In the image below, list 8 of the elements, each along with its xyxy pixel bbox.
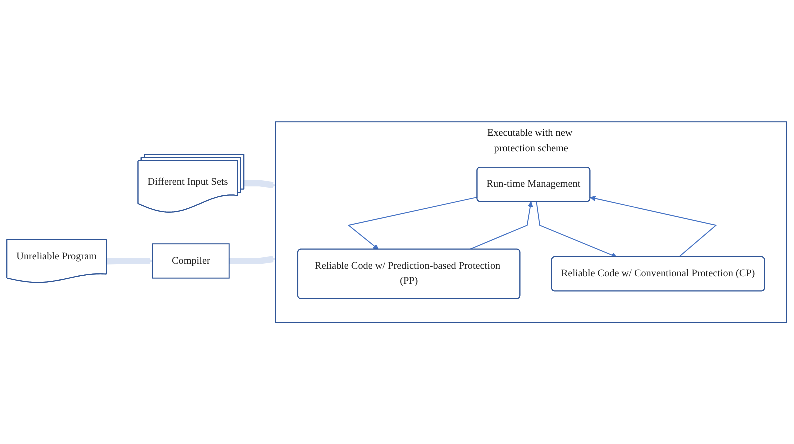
arrow	[229, 256, 276, 264]
node-box	[152, 243, 230, 278]
arrow	[348, 196, 478, 250]
cluster	[275, 121, 788, 323]
arrow	[106, 258, 154, 264]
arrow	[536, 201, 618, 258]
arrow	[244, 180, 276, 188]
arrow	[590, 196, 718, 258]
